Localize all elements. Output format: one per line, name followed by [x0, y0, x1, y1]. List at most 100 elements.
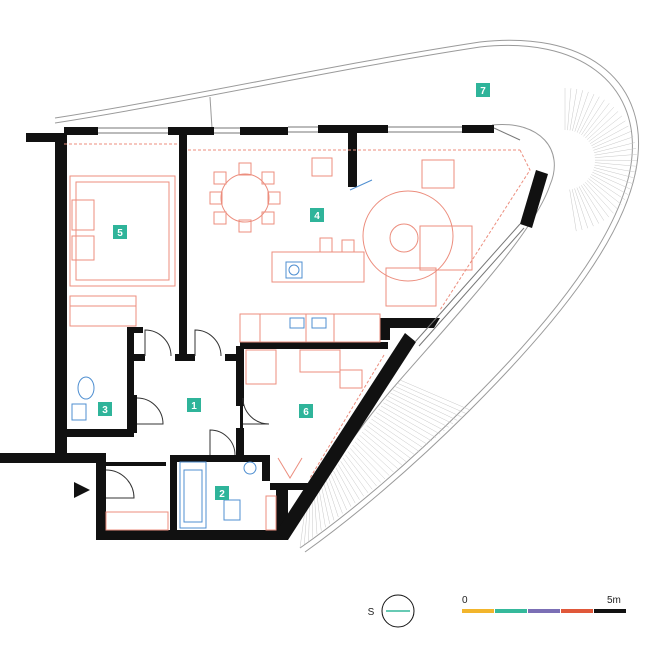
doors [105, 329, 270, 499]
room-tag-3-label: 3 [102, 405, 108, 416]
decking-line [364, 428, 407, 462]
scale-segments [462, 609, 626, 613]
decking-line [592, 171, 631, 190]
windows [98, 126, 525, 347]
decking-line [328, 477, 343, 514]
decking-line [592, 131, 632, 149]
decking-line [342, 457, 369, 493]
decking-line [373, 415, 424, 449]
decking-line [578, 186, 600, 224]
scale-segment [462, 609, 494, 613]
decking-line [299, 509, 306, 549]
room-tag-2-label: 2 [219, 489, 225, 500]
decking-line [594, 142, 635, 153]
scale-start-label: 0 [462, 595, 468, 606]
compass-label: S [368, 607, 375, 618]
decking-line [569, 189, 577, 232]
decking-line [583, 183, 610, 218]
decking-line [594, 148, 637, 156]
decking-line [593, 167, 635, 179]
scale-segment [528, 609, 560, 613]
decking-line [399, 379, 471, 411]
decking-line [581, 185, 605, 221]
decking-line [594, 162, 637, 167]
decking-line [583, 103, 610, 137]
decking-line [308, 503, 310, 542]
scale-bar: 0 5m [462, 595, 626, 613]
decking-line [574, 91, 589, 132]
decking-line [347, 451, 377, 487]
room-tags: 1 2 3 4 5 6 7 [98, 83, 490, 500]
decking-line [567, 88, 572, 131]
room-tag-4-label: 4 [314, 211, 320, 222]
room-tag-2: 2 [215, 486, 229, 500]
decking-line [383, 402, 441, 435]
decking-line [571, 189, 583, 230]
decking-line [388, 396, 449, 428]
decking-line [319, 490, 326, 528]
decking-line [376, 412, 428, 445]
decking-line [584, 182, 614, 214]
decking-line [589, 176, 626, 200]
decking-line [593, 169, 634, 184]
room-tag-5-label: 5 [117, 228, 123, 239]
decking-line [392, 389, 458, 421]
scale-end-label: 5m [607, 595, 621, 606]
room-tag-4: 4 [310, 208, 324, 222]
decking-line [395, 386, 462, 418]
decking-line [588, 115, 623, 142]
decking-line [591, 174, 629, 195]
interior-walls [64, 135, 388, 535]
furniture [64, 143, 531, 531]
decking-line [349, 448, 381, 483]
room-tag-7-label: 7 [480, 86, 486, 97]
decking-line [586, 180, 618, 210]
decking-line [330, 474, 347, 511]
decking-line [361, 431, 403, 466]
decking-line [371, 418, 420, 452]
decking-line [326, 480, 339, 518]
room-tag-5: 5 [113, 225, 127, 239]
decking-line [593, 136, 634, 151]
decking-line [321, 487, 330, 524]
room-tag-1-label: 1 [191, 401, 197, 412]
scale-segment [594, 609, 626, 613]
decking-line [345, 454, 373, 490]
decking-line [390, 392, 454, 425]
room-tag-1: 1 [187, 398, 201, 412]
terrace [54, 39, 640, 553]
decking-line [588, 178, 622, 205]
decking-line [574, 188, 589, 229]
decking-line [576, 93, 595, 133]
decking-line [579, 96, 600, 134]
decking-line [333, 470, 352, 507]
bathroom-fixtures [71, 179, 373, 529]
decking-line [304, 506, 308, 545]
decking-line [352, 444, 386, 480]
exterior-walls [0, 125, 548, 540]
decking-line [314, 496, 318, 535]
decking-line [357, 438, 394, 473]
decking-line [594, 154, 637, 158]
decking-line [585, 106, 615, 139]
decking-line [323, 483, 335, 521]
decking-line [590, 120, 626, 144]
room-tag-7: 7 [476, 83, 490, 97]
scale-segment [495, 609, 527, 613]
room-tag-3: 3 [98, 402, 112, 416]
decking-line [366, 425, 411, 459]
entrance-arrow-icon [74, 482, 90, 498]
scale-segment [561, 609, 593, 613]
room-tag-6: 6 [299, 404, 313, 418]
decking-line [359, 435, 398, 469]
decking-line [591, 125, 629, 147]
decking-line [594, 164, 637, 173]
decking-line [311, 500, 313, 538]
decking-line [385, 399, 445, 431]
decking-line [338, 464, 360, 500]
decking-line [335, 467, 356, 504]
decking-line [586, 111, 619, 140]
decking-line [368, 422, 415, 456]
decking-line [316, 493, 322, 531]
